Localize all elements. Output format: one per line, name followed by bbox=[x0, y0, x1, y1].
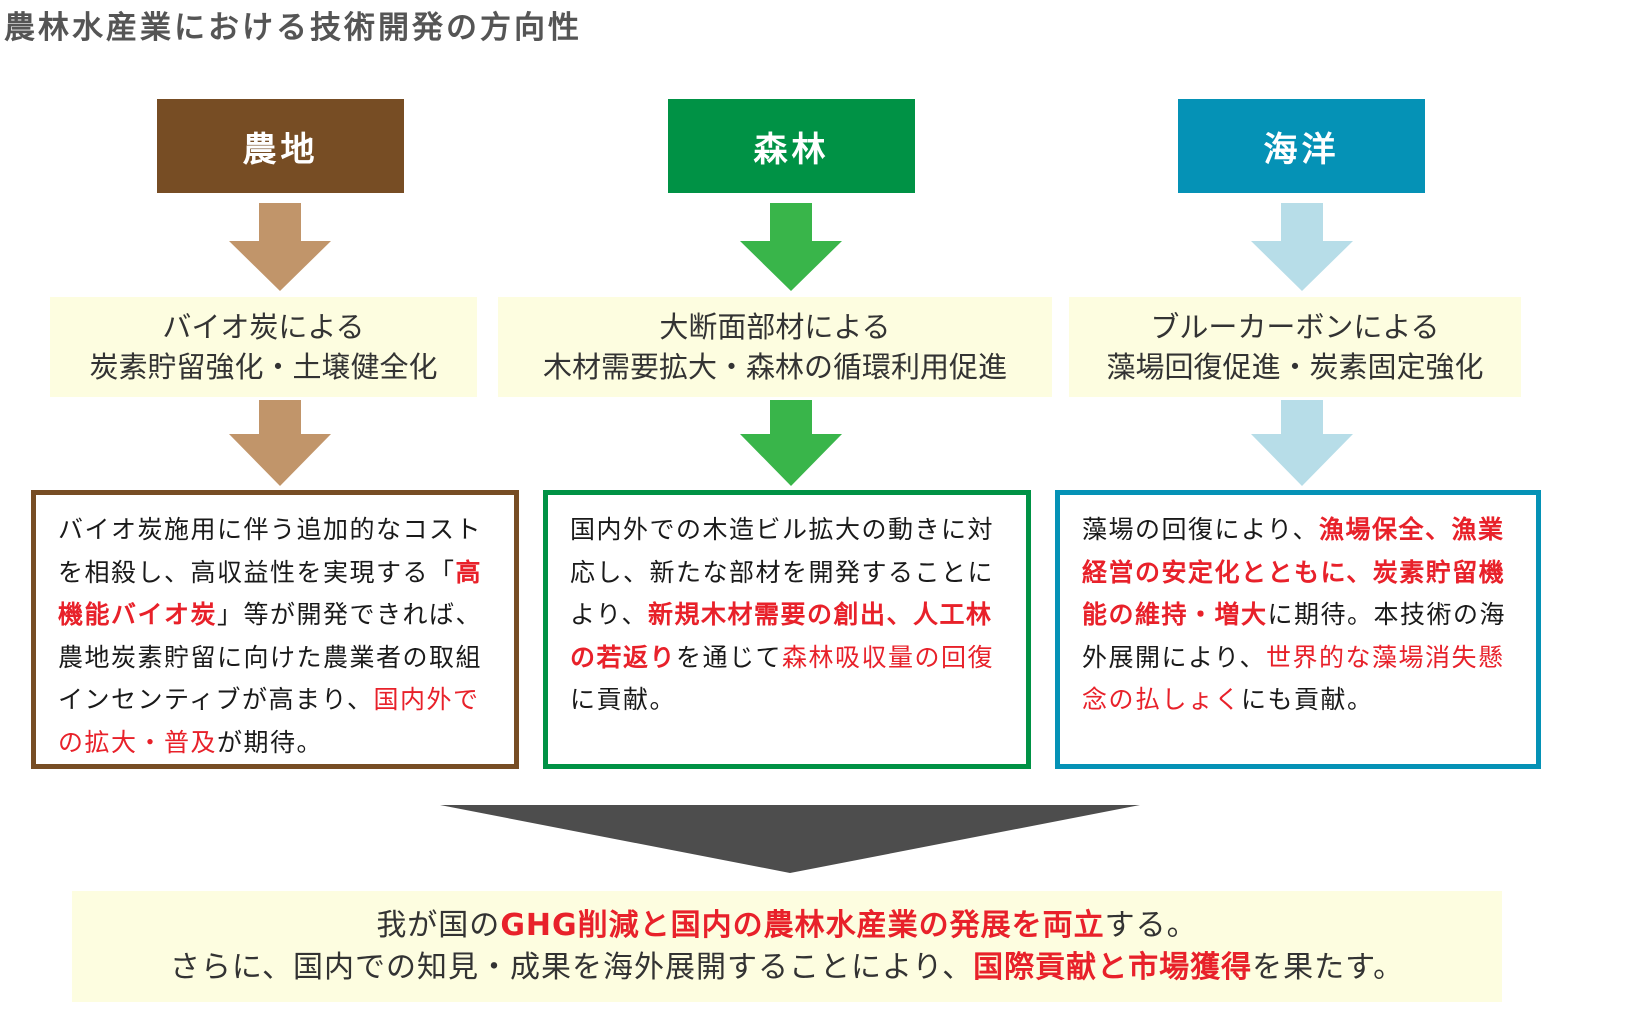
arrow-down-icon bbox=[740, 400, 842, 486]
desc-text: 国内外での木造ビル拡大の動きに対応し、新たな部材を開発することにより、 bbox=[570, 515, 995, 629]
summary-line1: ブルーカーボンによる bbox=[1150, 310, 1440, 344]
desc-text: を通じて bbox=[676, 642, 783, 672]
conclusion-highlight: 国際貢献と市場獲得 bbox=[973, 949, 1253, 985]
summary-line2: 炭素貯留強化・土壌健全化 bbox=[89, 350, 438, 384]
description-forest: 国内外での木造ビル拡大の動きに対応し、新たな部材を開発することにより、新規木材需… bbox=[543, 490, 1031, 769]
conclusion-box: 我が国のGHG削減と国内の農林水産業の発展を両立する。 さらに、国内での知見・成… bbox=[72, 891, 1502, 1002]
arrow-down-icon bbox=[229, 203, 331, 291]
conclusion-highlight: GHG削減と国内の農林水産業の発展を両立 bbox=[500, 907, 1105, 943]
desc-text: が期待。 bbox=[217, 727, 324, 757]
desc-highlight: 国内外での拡大・普及 bbox=[58, 685, 480, 757]
desc-highlight: 高機能バイオ炭 bbox=[58, 557, 483, 630]
desc-highlight: 森林吸収量の回復 bbox=[782, 642, 995, 672]
summary-line1: 大断面部材による bbox=[659, 310, 891, 344]
summary-line1: バイオ炭による bbox=[162, 310, 365, 344]
conclusion-text: 我が国の bbox=[376, 907, 501, 943]
header-agri: 農地 bbox=[157, 99, 404, 193]
summary-forest: 大断面部材による 木材需要拡大・森林の循環利用促進 bbox=[498, 297, 1052, 397]
arrow-down-icon bbox=[1251, 400, 1353, 486]
conclusion-text: さらに、国内での知見・成果を海外展開することにより、 bbox=[169, 949, 974, 985]
page-title: 農林水産業における技術開発の方向性 bbox=[4, 10, 582, 46]
conclusion-line2: さらに、国内での知見・成果を海外展開することにより、国際貢献と市場獲得を果たす。 bbox=[170, 947, 1404, 989]
desc-text: バイオ炭施用に伴う追加的なコストを相殺し、高収益性を実現する「 bbox=[58, 515, 483, 587]
desc-text: に期待。本技術の海外展開により、 bbox=[1082, 600, 1507, 672]
desc-highlight: 新規木材需要の創出、人工林の若返り bbox=[570, 600, 993, 672]
conclusion-text: を果たす。 bbox=[1252, 949, 1405, 985]
header-ocean: 海洋 bbox=[1178, 99, 1425, 193]
desc-text: にも貢献。 bbox=[1241, 685, 1374, 714]
conclusion-line1: 我が国のGHG削減と国内の農林水産業の発展を両立する。 bbox=[376, 905, 1197, 947]
arrow-down-icon bbox=[229, 400, 331, 486]
summary-line2: 藻場回復促進・炭素固定強化 bbox=[1106, 350, 1484, 384]
summary-agri: バイオ炭による 炭素貯留強化・土壌健全化 bbox=[50, 297, 477, 397]
desc-text: に貢献。 bbox=[570, 685, 677, 714]
desc-text: 」等が開発できれば、農地炭素貯留に向けた農業者の取組インセンティブが高まり、 bbox=[58, 600, 483, 714]
converge-arrow-icon bbox=[440, 805, 1140, 879]
description-agri: バイオ炭施用に伴う追加的なコストを相殺し、高収益性を実現する「高機能バイオ炭」等… bbox=[31, 490, 519, 769]
summary-ocean: ブルーカーボンによる 藻場回復促進・炭素固定強化 bbox=[1069, 297, 1521, 397]
conclusion-text: する。 bbox=[1104, 907, 1198, 943]
description-ocean: 藻場の回復により、漁場保全、漁業経営の安定化とともに、炭素貯留機能の維持・増大に… bbox=[1055, 490, 1541, 769]
arrow-down-icon bbox=[1251, 203, 1353, 291]
desc-highlight: 世界的な藻場消失懸念の払しょく bbox=[1082, 642, 1505, 715]
desc-text: 藻場の回復により、 bbox=[1082, 515, 1320, 544]
header-forest: 森林 bbox=[668, 99, 915, 193]
summary-line2: 木材需要拡大・森林の循環利用促進 bbox=[542, 350, 1007, 384]
desc-highlight: 漁場保全、漁業経営の安定化とともに、炭素貯留機能の維持・増大 bbox=[1082, 515, 1506, 629]
arrow-down-icon bbox=[740, 203, 842, 291]
